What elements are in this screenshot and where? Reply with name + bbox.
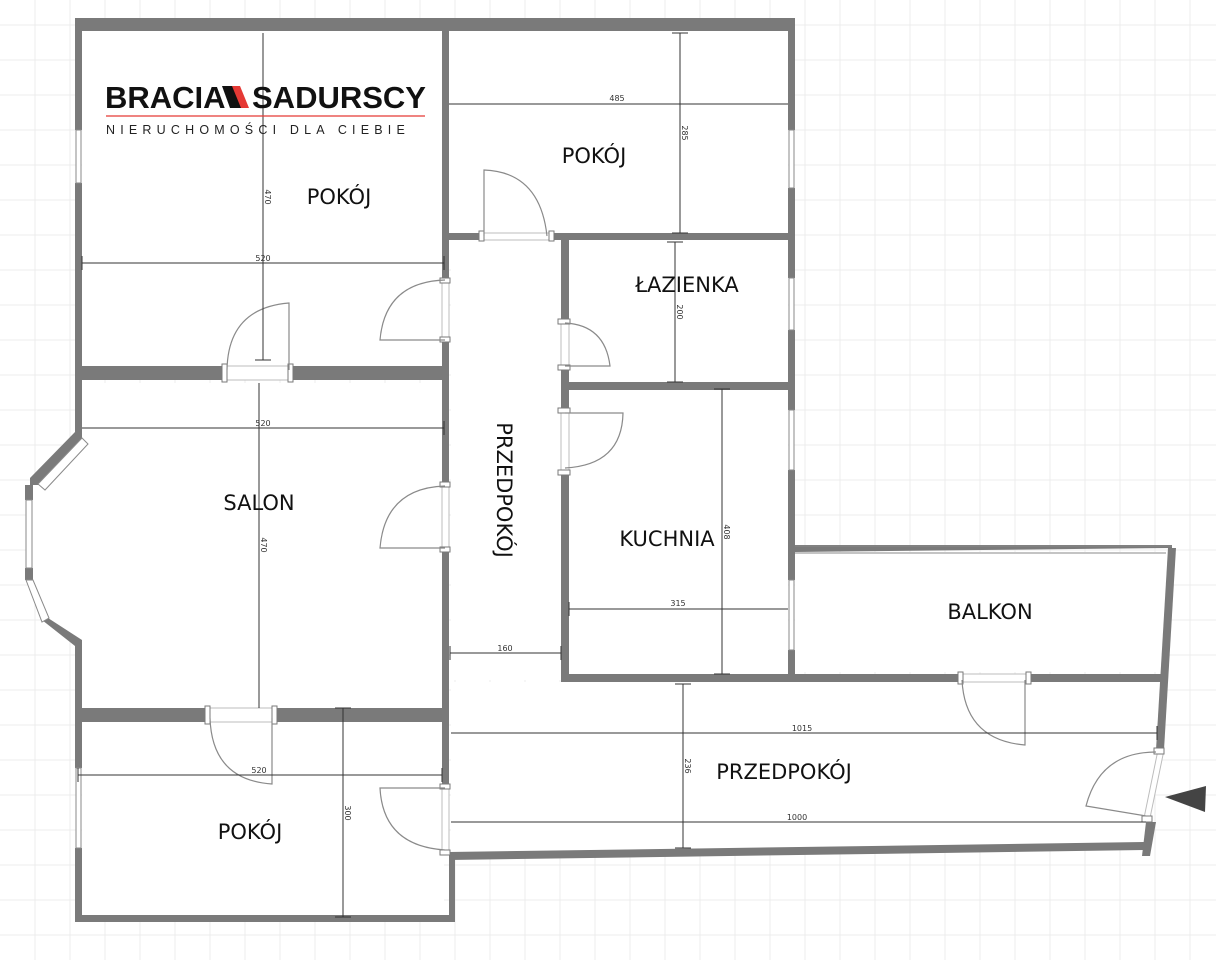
window-salon-bay-2 [25, 499, 33, 569]
dim-salon-width: 520 [255, 419, 270, 428]
dim-salon-height: 470 [259, 537, 268, 552]
window-kuchnia-lower [788, 579, 795, 651]
dimension-lines [77, 32, 1158, 918]
dim-lazienka-height: 200 [675, 304, 684, 319]
logo-left-word: BRACIA [105, 80, 226, 115]
room-labels: POKÓJ POKÓJ ŁAZIENKA PRZEDPOKÓJ SALON KU… [218, 143, 1033, 844]
dimension-labels: 485 285 470 520 200 520 470 408 315 160 … [251, 94, 812, 822]
logo-right-word: SADURSCY [252, 80, 426, 115]
balcony-railing [795, 545, 1172, 554]
window-salon-bay-1 [37, 437, 89, 491]
dim-pokoj-bottom-height: 300 [343, 805, 352, 820]
dim-przedpokoj-horizontal-bottom: 1000 [787, 813, 807, 822]
room-label-lazienka: ŁAZIENKA [634, 273, 739, 297]
room-label-przedpokoj-horizontal: PRZEDPOKÓJ [716, 759, 852, 784]
room-label-balkon: BALKON [947, 600, 1032, 624]
room-label-pokoj-top-right: POKÓJ [562, 143, 627, 168]
walls [25, 18, 1176, 922]
window-top-left [75, 129, 82, 184]
window-kuchnia-upper [788, 409, 795, 471]
window-lazienka [788, 277, 795, 331]
room-label-kuchnia: KUCHNIA [619, 527, 715, 551]
logo-tagline: NIERUCHOMOŚCI DLA CIEBIE [106, 122, 410, 137]
window-top-right [788, 129, 795, 189]
room-label-przedpokoj-vertical: PRZEDPOKÓJ [492, 422, 517, 558]
room-floors [30, 31, 1172, 915]
room-label-pokoj-bottom-left: POKÓJ [218, 819, 283, 844]
window-salon-bay-3 [25, 579, 50, 623]
room-label-pokoj-top-left: POKÓJ [307, 184, 372, 209]
room-label-salon: SALON [223, 491, 294, 515]
dim-przedpokoj-horizontal-top: 1015 [792, 724, 812, 733]
dim-kuchnia-height: 408 [722, 524, 731, 539]
doors [204, 169, 1165, 856]
dim-kuchnia-width: 315 [670, 599, 685, 608]
windows [25, 129, 795, 849]
brand-logo: BRACIA SADURSCY NIERUCHOMOŚCI DLA CIEBIE [105, 80, 426, 137]
dim-pokoj-top-left-height: 470 [263, 189, 272, 204]
dim-przedpokoj-vertical-width: 160 [497, 644, 512, 653]
dim-przedpokoj-horizontal-height: 236 [683, 758, 692, 773]
dim-pokoj-top-right-width: 485 [609, 94, 624, 103]
logo-red-block-icon [232, 86, 249, 108]
dim-pokoj-top-left-width: 520 [255, 254, 270, 263]
dim-pokoj-top-right-height: 285 [680, 125, 689, 140]
entrance-arrow-icon [1165, 786, 1206, 812]
dim-pokoj-bottom-width: 520 [251, 766, 266, 775]
